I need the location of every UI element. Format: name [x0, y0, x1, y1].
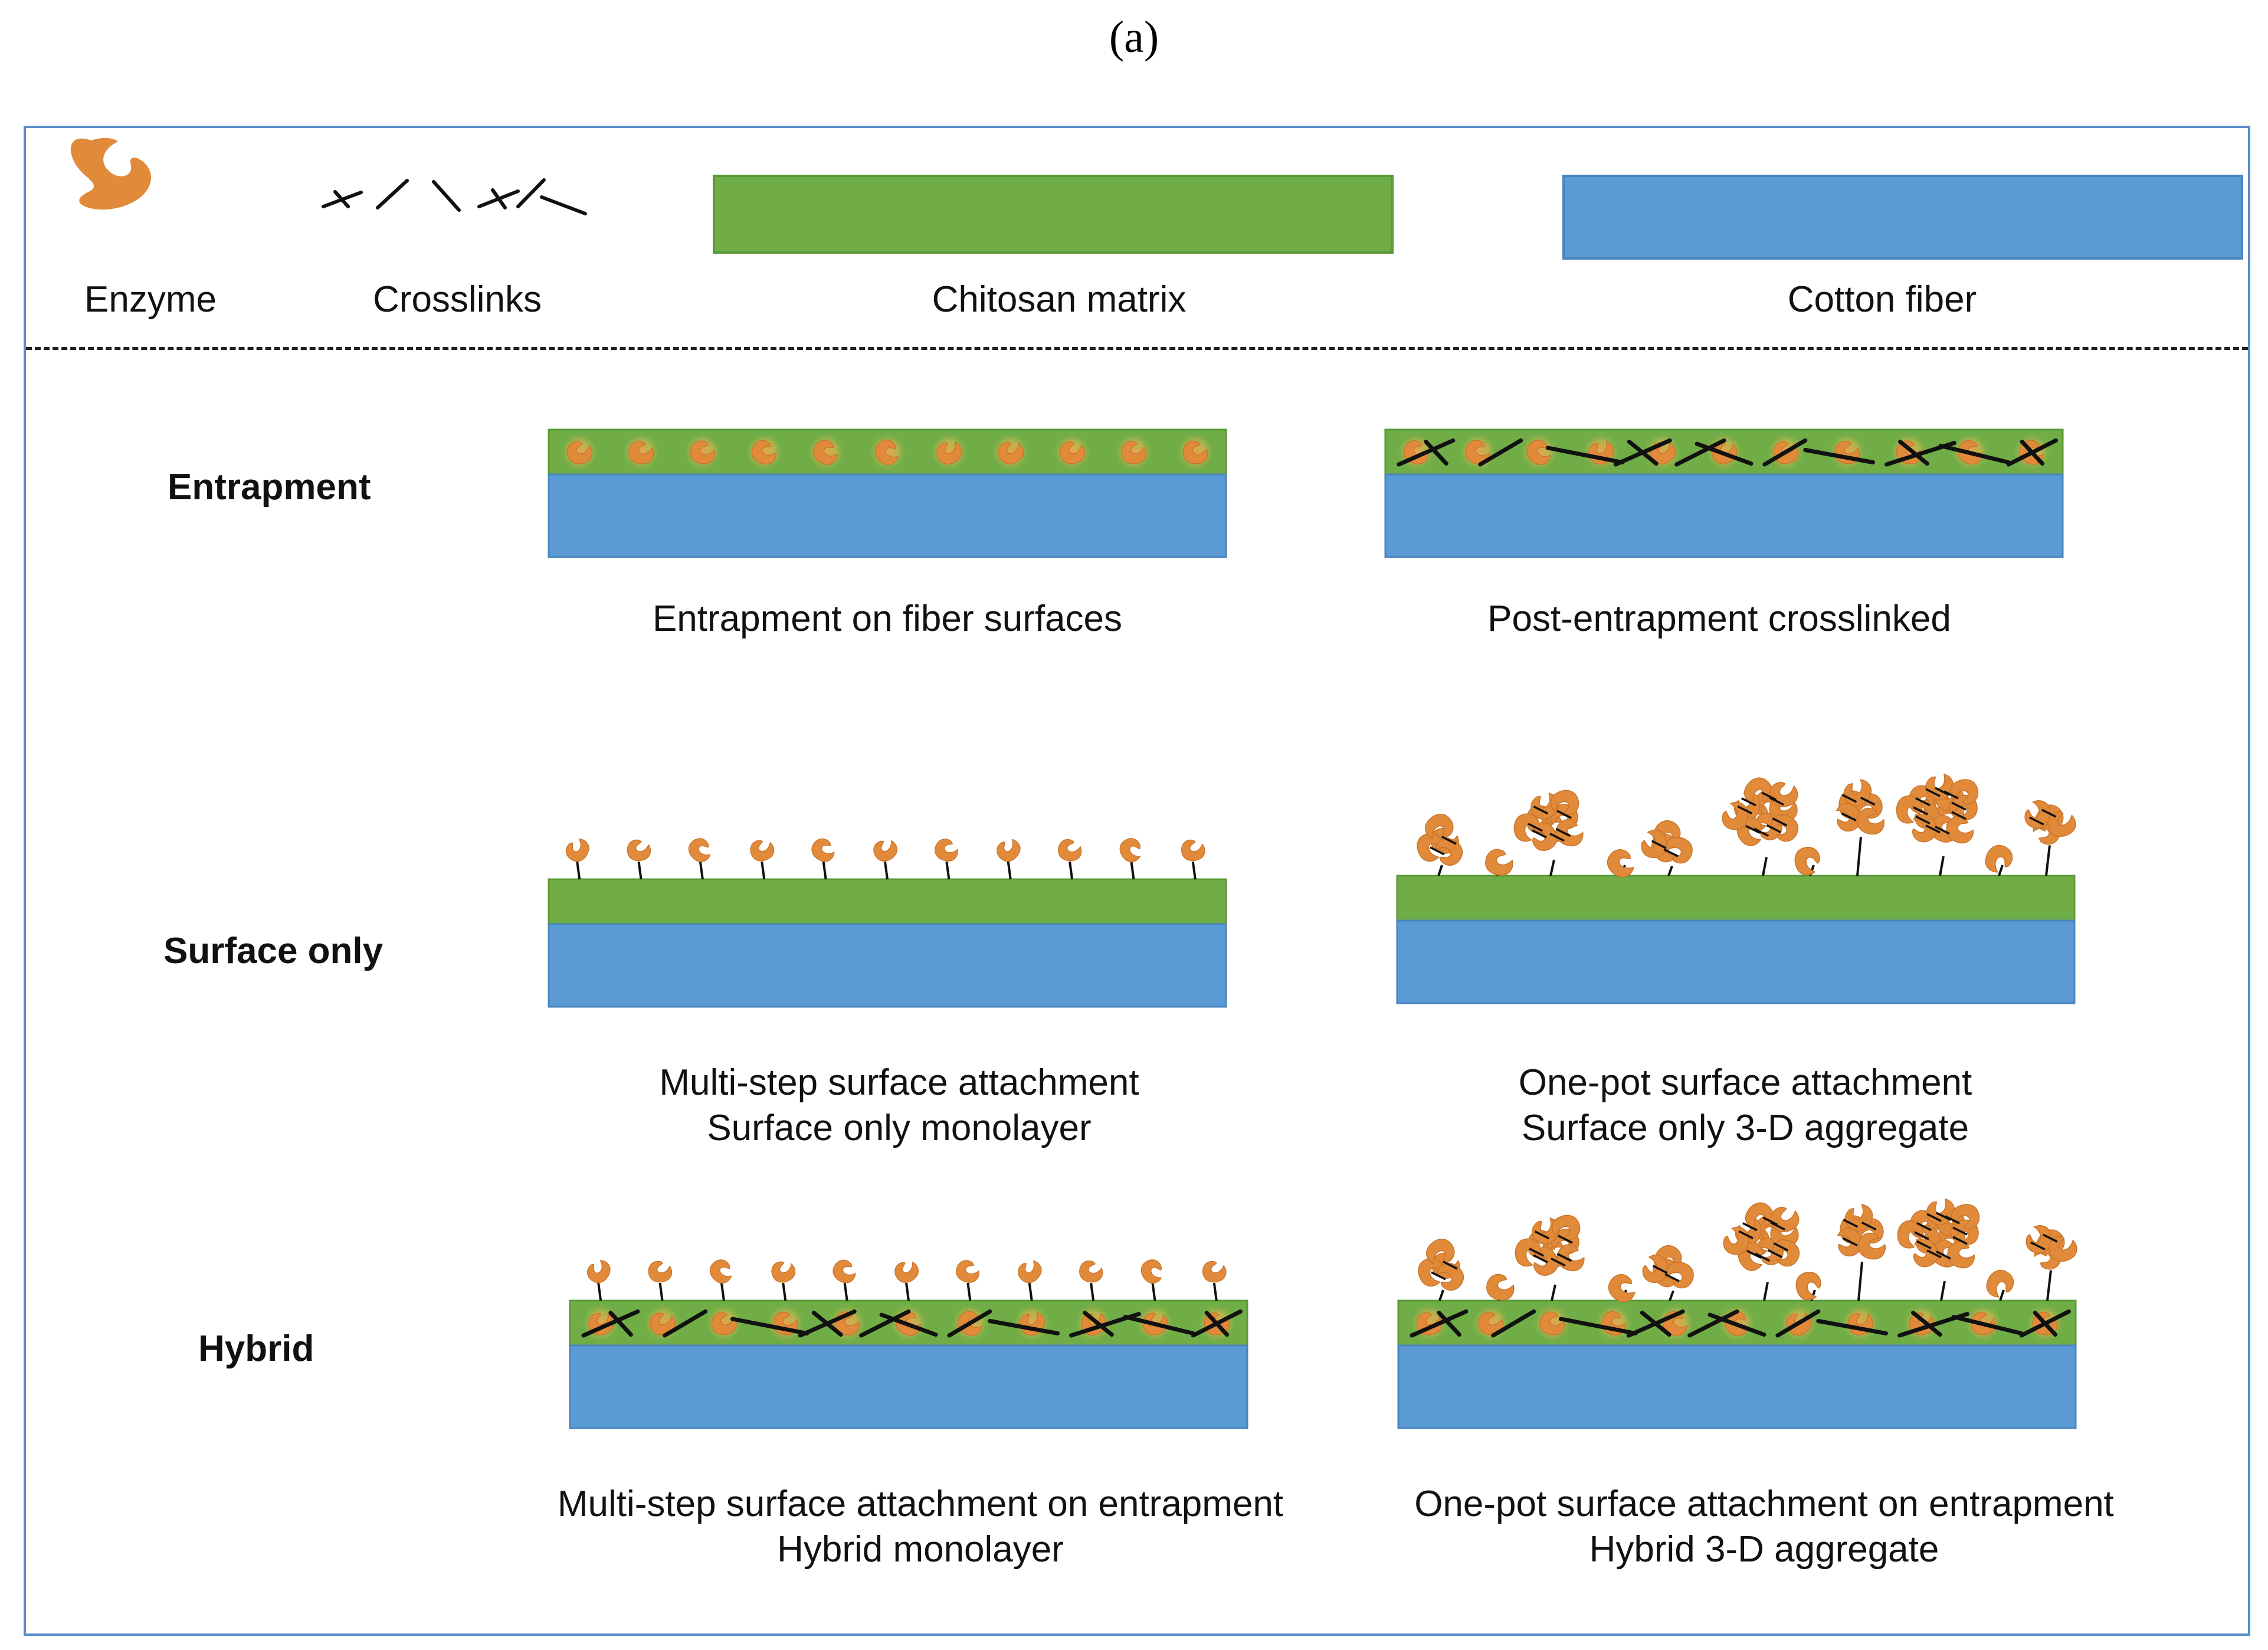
caption-hybrid-left-1: Multi-step surface attachment on entrapm… [557, 1484, 1284, 1524]
caption-entrapment-right: Post-entrapment crosslinked [1487, 598, 1951, 639]
row-label-entrapment: Entrapment [168, 467, 371, 508]
caption-hybrid-left-2: Hybrid monolayer [777, 1529, 1064, 1570]
caption-hybrid-right-2: Hybrid 3-D aggregate [1589, 1529, 1939, 1570]
figure-frame [24, 126, 2250, 1636]
caption-entrapment-left: Entrapment on fiber surfaces [652, 598, 1123, 639]
legend-chitosan-label: Chitosan matrix [932, 279, 1187, 320]
legend-divider [26, 347, 2248, 350]
caption-surface-right-2: Surface only 3-D aggregate [1521, 1108, 1969, 1148]
legend-cotton-label: Cotton fiber [1787, 279, 1977, 320]
caption-surface-left-1: Multi-step surface attachment [659, 1062, 1139, 1103]
legend-crosslinks-label: Crosslinks [373, 279, 542, 320]
caption-hybrid-right-1: One-pot surface attachment on entrapment [1414, 1484, 2114, 1524]
figure-label: (a) [1109, 12, 1159, 62]
row-label-surface-only: Surface only [163, 931, 384, 971]
caption-surface-left-2: Surface only monolayer [707, 1108, 1092, 1148]
legend-enzyme-label: Enzyme [84, 279, 217, 320]
caption-surface-right-1: One-pot surface attachment [1518, 1062, 1972, 1103]
row-label-hybrid: Hybrid [198, 1328, 314, 1369]
